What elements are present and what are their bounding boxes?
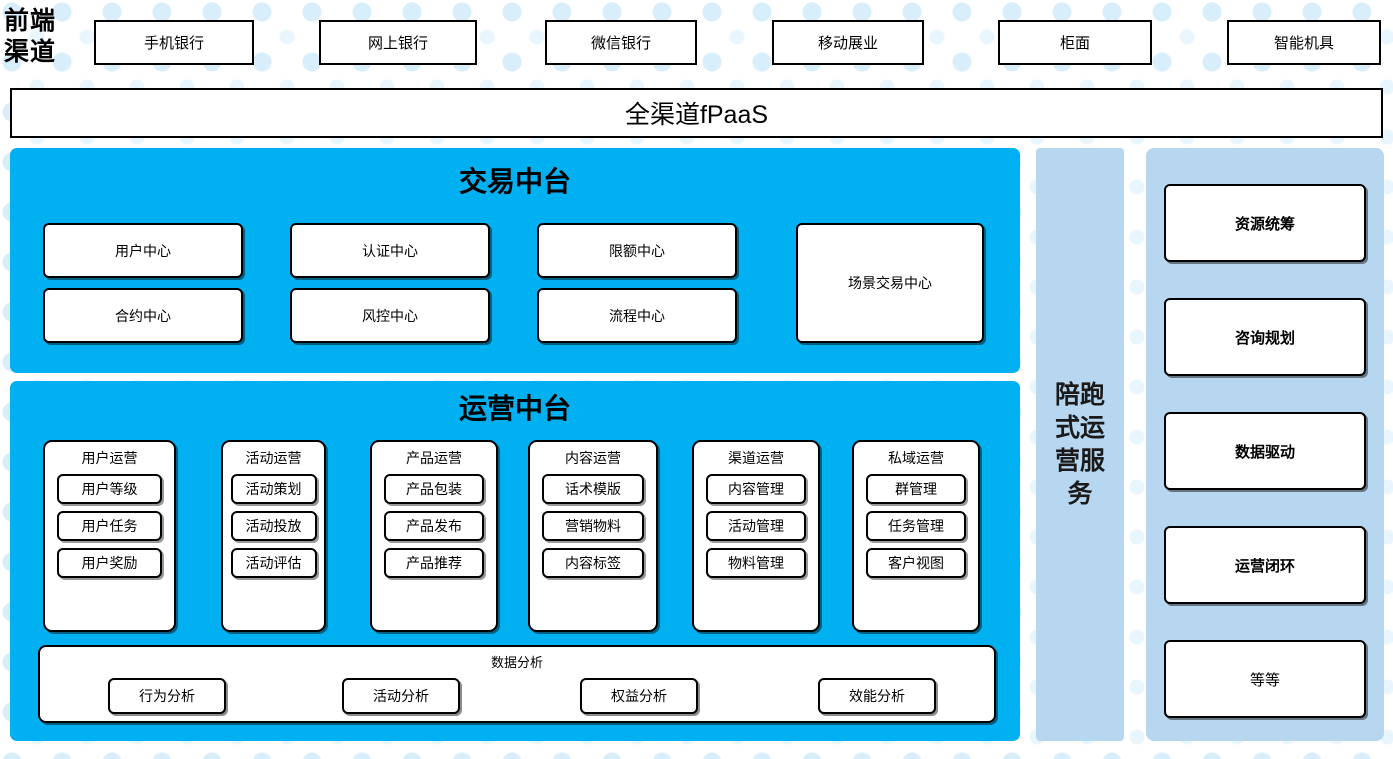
channel-layer-label: 前端渠道	[4, 8, 57, 66]
trade-box-limit-center[interactable]: 限额中心	[537, 223, 737, 278]
ops-item[interactable]: 用户任务	[57, 511, 162, 541]
ops-center-title: 运营中台	[458, 394, 571, 425]
channel-box-wechat-bank[interactable]: 微信银行	[545, 20, 697, 65]
ops-column-activity[interactable]: 活动运营 活动策划 活动投放 活动评估	[221, 440, 326, 632]
ops-item[interactable]: 用户奖励	[57, 548, 162, 578]
ops-column-title: 活动运营	[245, 450, 302, 466]
ops-item[interactable]: 产品包装	[384, 474, 484, 504]
capability-box-data-driven[interactable]: 数据驱动	[1164, 412, 1366, 490]
channel-box-online-bank[interactable]: 网上银行	[319, 20, 477, 65]
analysis-item-behavior[interactable]: 行为分析	[108, 678, 226, 714]
ops-item[interactable]: 活动策划	[230, 474, 317, 504]
capability-box-ops-closed-loop[interactable]: 运营闭环	[1164, 526, 1366, 604]
analysis-item-benefit[interactable]: 权益分析	[580, 678, 698, 714]
channel-box-smart-machine[interactable]: 智能机具	[1227, 20, 1381, 65]
front-end-channel-layer: 前端渠道 手机银行 网上银行 微信银行 移动展业 柜面 智能机具	[0, 6, 1393, 68]
fpaas-label: 全渠道fPaaS	[624, 101, 769, 129]
ops-column-private-domain[interactable]: 私域运营 群管理 任务管理 客户视图	[852, 440, 980, 632]
ops-column-title: 渠道运营	[728, 450, 784, 466]
ops-item[interactable]: 内容标签	[542, 548, 644, 578]
trade-center-panel: 交易中台 用户中心 认证中心 限额中心 合约中心 风控中心 流程中心 场景交易中…	[10, 148, 1020, 373]
ops-column-channel[interactable]: 渠道运营 内容管理 活动管理 物料管理	[692, 440, 820, 632]
ops-column-user[interactable]: 用户运营 用户等级 用户任务 用户奖励	[43, 440, 176, 632]
capability-box-etc[interactable]: 等等	[1164, 640, 1366, 718]
ops-item[interactable]: 用户等级	[57, 474, 162, 504]
channel-box-mobile-bank[interactable]: 手机银行	[94, 20, 254, 65]
ops-item[interactable]: 群管理	[866, 474, 966, 504]
trade-box-risk-center[interactable]: 风控中心	[290, 288, 490, 343]
trade-box-user-center[interactable]: 用户中心	[43, 223, 243, 278]
ops-item[interactable]: 活动评估	[230, 548, 317, 578]
channel-box-counter[interactable]: 柜面	[998, 20, 1152, 65]
ops-item[interactable]: 产品推荐	[384, 548, 484, 578]
service-column-label: 陪跑式运营服务	[1054, 380, 1105, 508]
ops-item[interactable]: 任务管理	[866, 511, 966, 541]
channel-box-mobile-business[interactable]: 移动展业	[772, 20, 924, 65]
ops-item[interactable]: 物料管理	[706, 548, 806, 578]
ops-item[interactable]: 产品发布	[384, 511, 484, 541]
capability-box-consulting-planning[interactable]: 咨询规划	[1164, 298, 1366, 376]
capability-box-resource-coordination[interactable]: 资源统筹	[1164, 184, 1366, 262]
analysis-item-activity[interactable]: 活动分析	[342, 678, 460, 714]
ops-item[interactable]: 营销物料	[542, 511, 644, 541]
ops-item[interactable]: 活动管理	[706, 511, 806, 541]
ops-item[interactable]: 内容管理	[706, 474, 806, 504]
ops-column-title: 用户运营	[81, 450, 138, 466]
ops-column-product[interactable]: 产品运营 产品包装 产品发布 产品推荐	[370, 440, 498, 632]
ops-column-title: 产品运营	[406, 450, 462, 466]
omnichannel-fpaas-bar[interactable]: 全渠道fPaaS	[10, 88, 1383, 138]
capability-panel: 资源统筹 咨询规划 数据驱动 运营闭环 等等	[1146, 148, 1384, 741]
ops-column-title: 内容运营	[565, 450, 621, 466]
ops-item[interactable]: 话术模版	[542, 474, 644, 504]
analysis-item-efficiency[interactable]: 效能分析	[818, 678, 936, 714]
ops-item[interactable]: 活动投放	[230, 511, 317, 541]
data-analysis-panel: 数据分析 行为分析 活动分析 权益分析 效能分析	[38, 645, 996, 723]
trade-box-auth-center[interactable]: 认证中心	[290, 223, 490, 278]
trade-box-scenario-trade-center[interactable]: 场景交易中心	[796, 223, 984, 343]
trade-center-title: 交易中台	[458, 167, 571, 198]
ops-item[interactable]: 客户视图	[866, 548, 966, 578]
trade-box-contract-center[interactable]: 合约中心	[43, 288, 243, 343]
ops-column-content[interactable]: 内容运营 话术模版 营销物料 内容标签	[528, 440, 658, 632]
accompanying-operation-service-column: 陪跑式运营服务	[1036, 148, 1124, 741]
ops-column-title: 私域运营	[888, 450, 944, 466]
data-analysis-title: 数据分析	[490, 655, 543, 670]
trade-box-process-center[interactable]: 流程中心	[537, 288, 737, 343]
